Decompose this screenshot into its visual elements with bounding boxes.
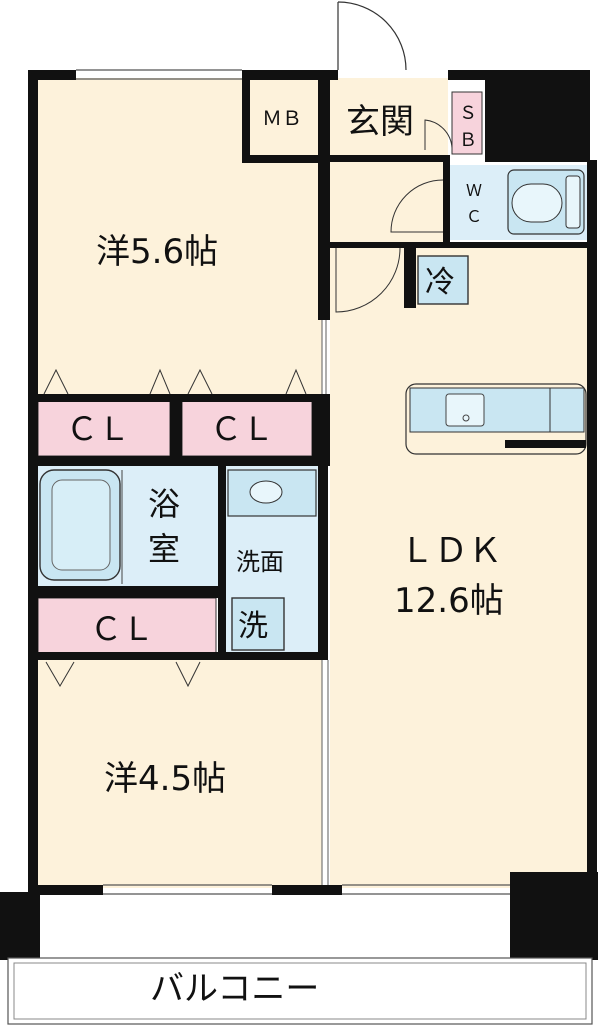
entrance-floor <box>330 78 448 160</box>
western-room-1-label: 洋5.6帖 <box>96 232 218 272</box>
bathroom-label-bottom: 室 <box>148 530 180 568</box>
hall-floor <box>330 160 445 255</box>
entrance-door <box>337 1 407 71</box>
fridge-box <box>417 255 469 305</box>
washer-box <box>231 597 285 651</box>
shoe-box-label-bottom: Ｂ <box>459 130 477 151</box>
wc-label-top: Ｗ <box>466 181 482 200</box>
western-room-2-label: 洋4.5帖 <box>104 759 226 799</box>
western-room-1-floor <box>38 78 322 396</box>
entrance-label: 玄関 <box>346 102 414 142</box>
washbasin <box>227 469 317 517</box>
western-room-2-floor <box>38 658 322 888</box>
windows <box>76 69 510 895</box>
ldk-label: ＬＤＫ <box>400 531 502 571</box>
washer-label: 洗 <box>238 609 268 644</box>
shoe-box-label-top: Ｓ <box>459 103 477 124</box>
balcony-label: バルコニー <box>150 969 319 1009</box>
closet-2-label: ＣＬ <box>210 410 274 448</box>
fridge-label: 冷 <box>425 265 455 300</box>
closet-door-marks <box>43 368 307 688</box>
bathroom-label-top: 浴 <box>148 485 180 523</box>
walls <box>0 70 598 960</box>
wc-label-bottom: Ｃ <box>466 207 482 226</box>
bathtub <box>39 469 121 581</box>
balcony-area <box>7 957 593 1025</box>
closet-3-label: ＣＬ <box>90 610 154 648</box>
balcony-inner <box>13 962 587 1020</box>
ldk-size-label: 12.6帖 <box>394 581 504 621</box>
toilet <box>507 169 585 235</box>
meter-box-label: ＭＢ <box>262 106 302 130</box>
closet-1-label: ＣＬ <box>66 410 130 448</box>
shoe-box-area <box>451 91 483 155</box>
kitchen-counter <box>405 383 587 455</box>
sliding-doors <box>321 320 329 885</box>
ldk-floor <box>330 248 588 888</box>
interior-doors <box>335 119 453 313</box>
washroom-label: 洗面 <box>236 548 284 576</box>
